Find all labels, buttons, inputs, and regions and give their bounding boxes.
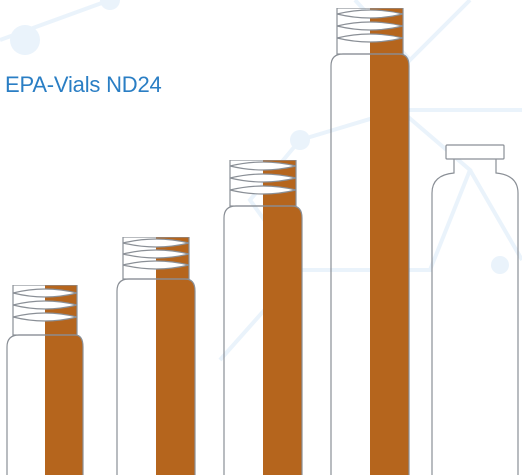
screw-thread [12, 288, 78, 322]
vial-body-outline [431, 159, 519, 475]
screw-thread [229, 161, 297, 195]
vial-xlarge [330, 8, 410, 475]
screw-thread [122, 238, 190, 270]
vial-neck-outline [122, 237, 190, 280]
amber-glass-half [370, 8, 409, 475]
vial-neck-outline [336, 8, 404, 55]
vial-medium [116, 237, 196, 475]
page-title: EPA-Vials ND24 [5, 72, 162, 97]
crimp-cap-outline [445, 144, 505, 160]
vial-large [223, 160, 303, 475]
vial-neck-outline [12, 285, 78, 336]
vial-crimp [431, 144, 519, 475]
screw-thread [336, 9, 404, 43]
vial-small [6, 285, 84, 475]
vial-neck-outline [229, 160, 297, 207]
